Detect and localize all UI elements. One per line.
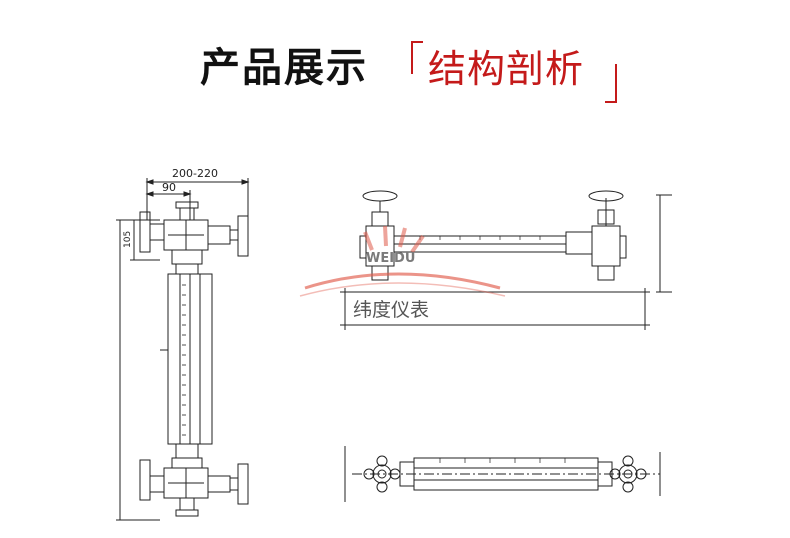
top-view-drawing <box>344 446 661 502</box>
title-bracket-left <box>411 41 423 74</box>
page-title: 产品展示 <box>200 45 368 91</box>
horizontal-gauge-drawing <box>340 190 672 330</box>
vertical-gauge-drawing <box>116 178 250 521</box>
watermark-text: 纬度仪表 <box>353 299 429 321</box>
page-header: 产品展示 结构剖析 <box>0 0 790 120</box>
watermark-logo: WEIDU <box>366 251 415 266</box>
dim-overall-label: 200-220 <box>172 167 218 180</box>
structure-diagram: 200-220 90 105 WEIDU 纬度仪表 <box>116 167 672 521</box>
title-bracket-right <box>605 64 617 103</box>
dim-height-label: 105 <box>123 231 133 248</box>
brand-watermark: WEIDU 纬度仪表 <box>299 225 506 321</box>
dim-offset-label: 90 <box>162 181 176 194</box>
scale-ticks <box>182 284 186 436</box>
page-subtitle: 结构剖析 <box>428 47 585 91</box>
